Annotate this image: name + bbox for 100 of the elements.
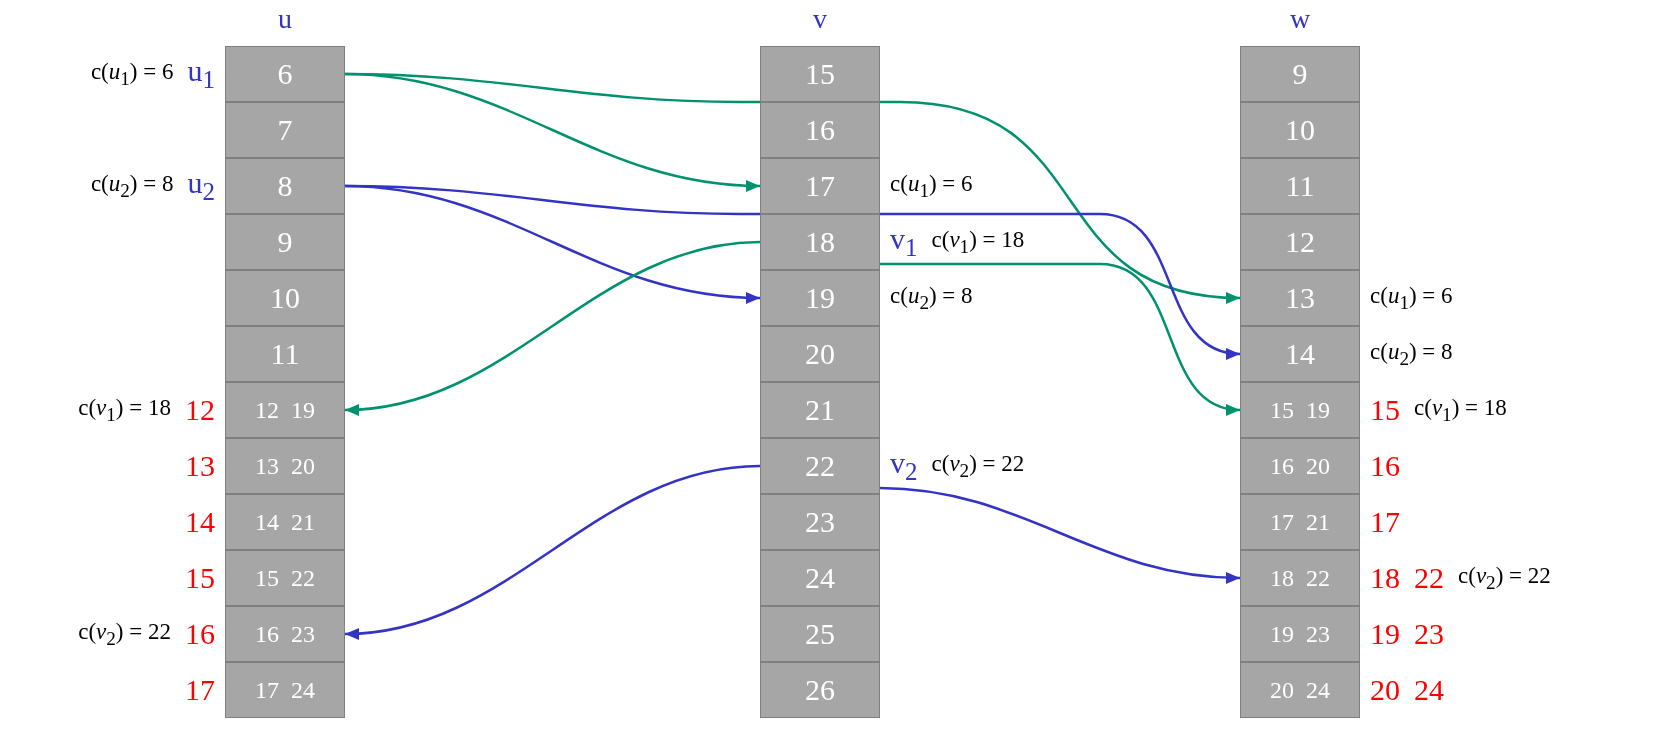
cell-number: 13 [1285, 282, 1315, 314]
cell-number: 18 [805, 226, 835, 258]
index-number: 15 [1370, 393, 1400, 427]
cell-number: 19 [1306, 396, 1330, 425]
array-cell [225, 158, 345, 214]
array-cell [760, 550, 880, 606]
cost-annotation: c(v$_{2}$) = 22 [1458, 562, 1551, 594]
array-cell [225, 270, 345, 326]
cost-annotation: c(u$_{1}$) = 6 [1370, 282, 1453, 314]
array-cell [1240, 214, 1360, 270]
cell-number: 10 [1285, 114, 1315, 146]
index-number: 17 [185, 673, 215, 707]
cell-number: 17 [805, 170, 835, 202]
cell-number: 26 [805, 674, 835, 706]
cell-number: 22 [1306, 564, 1330, 593]
cell-number: 19 [1270, 620, 1294, 649]
array-cell [1240, 606, 1360, 662]
index-number: 17 [1370, 505, 1400, 539]
cost-annotation: c(v$_{1}$) = 18 [931, 226, 1025, 258]
pointer-label: v$_{2}$ [890, 446, 918, 486]
index-number: 22 [1414, 561, 1444, 595]
array-cell [1240, 550, 1360, 606]
cell-number: 16 [255, 620, 279, 649]
array-cell [1240, 662, 1360, 718]
cell-number: 13 [255, 452, 279, 481]
cell-number: 11 [270, 338, 300, 370]
cell-number: 12 [255, 396, 279, 425]
cell-number: 23 [805, 506, 835, 538]
cell-number: 24 [805, 562, 835, 594]
cost-annotation: c(v$_{2}$) = 22 [931, 450, 1025, 482]
cell-number: 16 [1270, 452, 1294, 481]
cost-annotation: c(u$_{2}$) = 8 [90, 170, 174, 202]
pointer-label: v$_{1}$ [890, 222, 918, 262]
arrow [880, 262, 1241, 414]
array-cell [760, 214, 880, 270]
cell-number: 6 [277, 58, 293, 90]
array-cell [225, 46, 345, 102]
arrow [879, 486, 1241, 584]
array-cell [225, 494, 345, 550]
cost-annotation: c(v$_{1}$) = 18 [1414, 394, 1507, 426]
pointer-label: u$_{2}$ [187, 166, 215, 206]
cost-annotation: c(u$_{1}$) = 6 [90, 58, 174, 90]
array-cell [760, 662, 880, 718]
array-cell [760, 494, 880, 550]
array-cell [760, 270, 880, 326]
cell-number: 20 [1270, 676, 1294, 705]
array-cell [760, 102, 880, 158]
array-cell [760, 326, 880, 382]
index-number: 13 [185, 449, 215, 483]
column-heading: u [277, 2, 293, 36]
array-cell [760, 438, 880, 494]
cell-number: 8 [277, 170, 293, 202]
array-cell [760, 158, 880, 214]
array-cell [1240, 46, 1360, 102]
array-cell [1240, 270, 1360, 326]
cell-number: 14 [1285, 338, 1315, 370]
index-number: 23 [1414, 617, 1444, 651]
cell-number: 25 [805, 618, 835, 650]
array-cell [225, 326, 345, 382]
cell-number: 24 [291, 676, 315, 705]
cell-number: 21 [291, 508, 315, 537]
cell-number: 10 [270, 282, 300, 314]
array-cell [225, 438, 345, 494]
cell-number: 19 [291, 396, 315, 425]
index-number: 12 [185, 393, 215, 427]
index-number: 18 [1370, 561, 1400, 595]
index-number: 24 [1414, 673, 1444, 707]
cost-annotation: c(u$_{1}$) = 6 [890, 170, 973, 202]
index-number: 19 [1370, 617, 1400, 651]
array-cell [225, 606, 345, 662]
cost-annotation: c(u$_{2}$) = 8 [1370, 338, 1453, 370]
cell-number: 23 [291, 620, 315, 649]
cell-number: 16 [805, 114, 835, 146]
array-cell [225, 550, 345, 606]
cost-annotation: c(u$_{2}$) = 8 [890, 282, 973, 314]
array-cell [1240, 494, 1360, 550]
cell-number: 15 [255, 564, 279, 593]
cell-number: 17 [255, 676, 279, 705]
array-cell [225, 214, 345, 270]
cell-number: 22 [805, 450, 835, 482]
cell-number: 18 [1270, 564, 1294, 593]
cell-number: 9 [277, 226, 293, 258]
cell-number: 9 [1292, 58, 1308, 90]
cell-number: 22 [291, 564, 315, 593]
cost-annotation: c(v$_{1}$) = 18 [78, 394, 171, 426]
index-number: 20 [1370, 673, 1400, 707]
cell-number: 20 [1306, 452, 1330, 481]
array-cell [225, 102, 345, 158]
index-number: 15 [185, 561, 215, 595]
column-heading: v [812, 2, 828, 36]
array-cell [1240, 326, 1360, 382]
array-cell [1240, 158, 1360, 214]
cell-number: 21 [1306, 508, 1330, 537]
index-number: 16 [1370, 449, 1400, 483]
cell-number: 17 [1270, 508, 1294, 537]
cell-number: 19 [805, 282, 835, 314]
cell-number: 15 [1270, 396, 1294, 425]
array-cell [760, 46, 880, 102]
arrow [344, 464, 761, 639]
cell-number: 20 [805, 338, 835, 370]
